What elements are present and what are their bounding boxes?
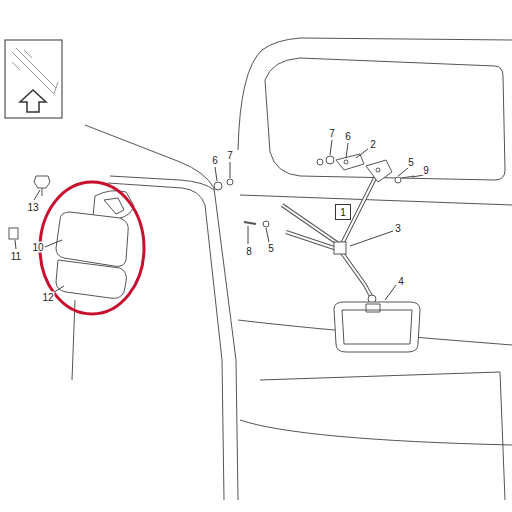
- mount-plate: [366, 160, 392, 182]
- callout-number: 12: [41, 292, 54, 303]
- screw: [244, 222, 256, 224]
- callout-number: 9: [422, 165, 430, 176]
- washer: [227, 179, 233, 185]
- washer: [263, 221, 269, 227]
- mirror-arm: [282, 176, 376, 298]
- callout-number: 2: [369, 139, 377, 150]
- callout-number: 13: [26, 202, 39, 213]
- mirror-housing: [56, 212, 128, 266]
- direction-arrow: [20, 90, 46, 112]
- nut: [326, 156, 334, 164]
- mirror-head: [334, 302, 420, 352]
- arm-clamp: [334, 242, 346, 254]
- callout-number: 1: [336, 207, 350, 218]
- clip-nut: [9, 228, 18, 239]
- leader-lines: [15, 140, 424, 300]
- body-line: [240, 195, 512, 205]
- roof-line: [238, 38, 512, 150]
- nut: [214, 182, 222, 190]
- callout-number: 7: [328, 128, 336, 139]
- lower-mirror: [56, 260, 126, 298]
- window-sill: [110, 176, 214, 190]
- highlight-circle: [40, 182, 144, 314]
- bracket-slot: [104, 198, 124, 214]
- washer: [395, 177, 401, 183]
- mirror-glass: [342, 310, 412, 344]
- inset-sketch: [12, 48, 58, 94]
- bolt-shank: [42, 188, 43, 196]
- mirror-arm-inner: [282, 176, 376, 298]
- callout-number: 5: [407, 157, 415, 168]
- view-inset: [5, 40, 62, 118]
- bolt: [34, 176, 50, 188]
- callout-number: 11: [10, 251, 22, 262]
- mount-bracket: [336, 154, 364, 170]
- callout-number: 10: [31, 242, 44, 253]
- callout-number: 8: [245, 246, 253, 257]
- washer: [317, 159, 323, 165]
- callout-number: 3: [394, 223, 402, 234]
- boxed-callout: 1: [335, 204, 351, 220]
- callout-number: 7: [226, 150, 234, 161]
- callout-number: 5: [267, 243, 275, 254]
- callout-number: 6: [211, 155, 219, 166]
- mirror-clip: [366, 304, 380, 312]
- callout-number: 6: [344, 131, 352, 142]
- body-panel: [260, 372, 505, 500]
- body-line: [240, 420, 512, 445]
- callout-number: 4: [397, 276, 405, 287]
